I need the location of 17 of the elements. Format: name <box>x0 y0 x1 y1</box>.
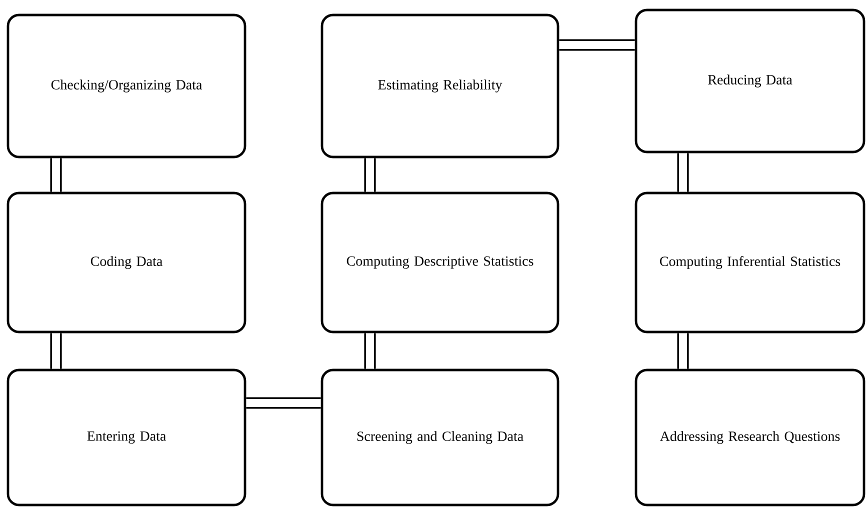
double-line-connector <box>677 153 689 192</box>
process-box: Computing Inferential Statistics <box>634 192 866 334</box>
double-line-connector <box>364 158 376 192</box>
process-box: Estimating Reliability <box>320 14 560 158</box>
process-box: Entering Data <box>6 368 246 506</box>
double-line-connector <box>50 158 62 192</box>
process-box: Checking/Organizing Data <box>6 14 246 158</box>
process-box: Reducing Data <box>634 8 866 154</box>
process-box: Screening and Cleaning Data <box>320 368 560 506</box>
double-line-connector <box>364 333 376 369</box>
double-line-connector <box>50 333 62 369</box>
double-line-connector <box>677 333 689 369</box>
double-line-connector <box>559 39 635 51</box>
double-line-connector <box>246 397 321 409</box>
process-box: Computing Descriptive Statistics <box>320 192 560 334</box>
process-box: Addressing Research Questions <box>634 368 866 506</box>
process-box: Coding Data <box>6 192 246 334</box>
